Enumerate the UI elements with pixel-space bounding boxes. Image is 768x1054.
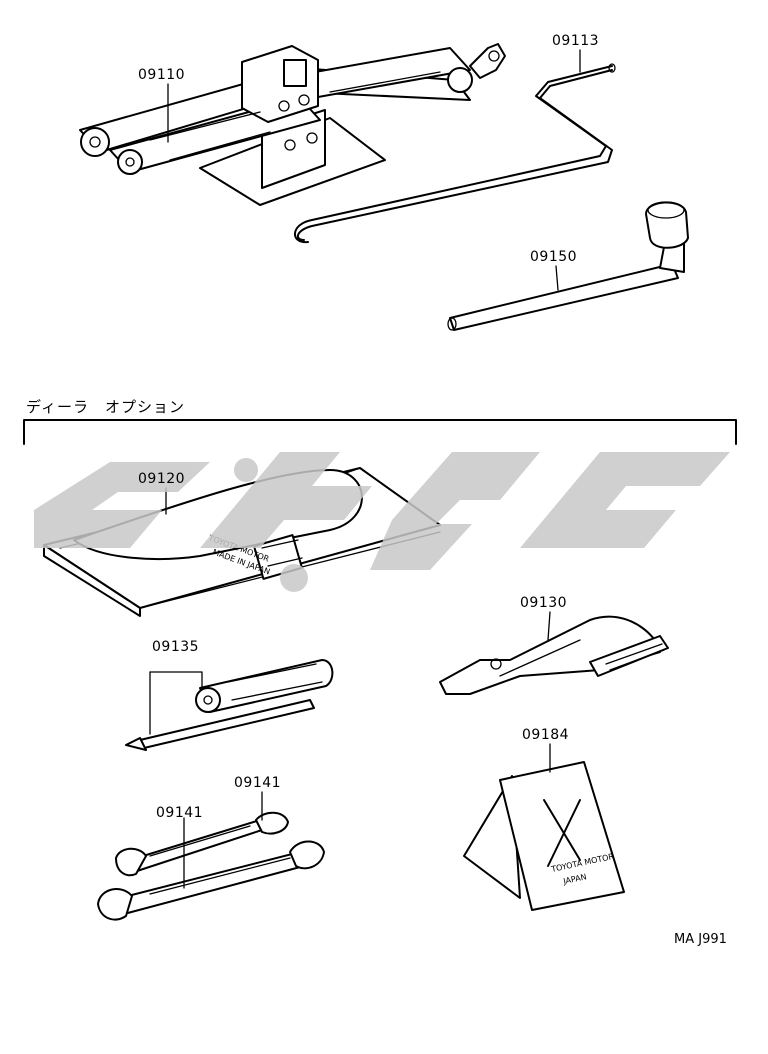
section-bracket (23, 419, 737, 445)
screwdriver-drawing (125, 659, 334, 751)
scissor-jack-drawing (79, 43, 506, 206)
wheel-chock-drawing: TOYOTA MOTOR JAPAN (463, 761, 625, 911)
large-wrench-part-number: 09141 (156, 805, 204, 821)
large-wrench-drawing (97, 840, 325, 921)
jack-part-number: 09110 (138, 67, 186, 83)
jack-handle-drawing (294, 63, 616, 244)
wheel-wrench-drawing (447, 201, 689, 331)
watermark-logo (34, 452, 730, 592)
wheel-chock-part-number: 09184 (522, 727, 570, 743)
pliers-part-number: 09130 (520, 595, 568, 611)
tool-bag-part-number: 09120 (138, 471, 186, 487)
drawing-code: MA J991 (674, 932, 727, 947)
dealer-option-section-label: ディーラ オプション (26, 398, 185, 416)
small-wrench-part-number: 09141 (234, 775, 282, 791)
leader-lines (165, 49, 581, 889)
pliers-drawing (439, 615, 669, 695)
screwdriver-part-number: 09135 (152, 639, 200, 655)
small-wrench-drawing (115, 811, 289, 877)
jack-handle-part-number: 09113 (552, 33, 600, 49)
wheel-wrench-part-number: 09150 (530, 249, 578, 265)
